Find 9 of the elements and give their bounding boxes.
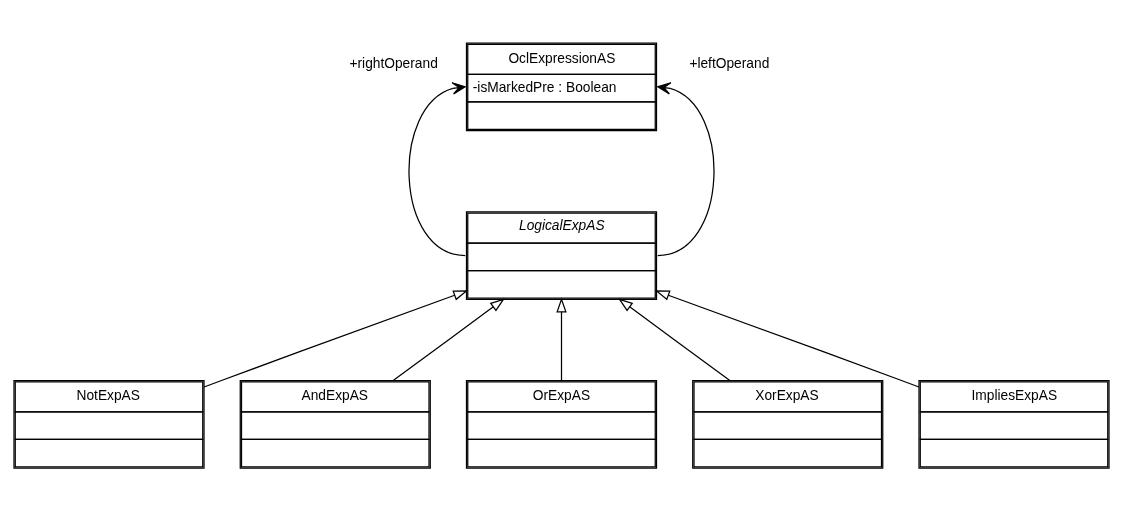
arrow xyxy=(392,298,505,381)
edge-label: +leftOperand xyxy=(689,55,770,71)
arrow xyxy=(203,290,469,388)
arrow xyxy=(618,298,731,381)
edge-label: +rightOperand xyxy=(349,55,438,71)
arrow xyxy=(657,82,715,257)
arrow xyxy=(654,290,920,388)
arrow xyxy=(556,297,567,381)
arrow xyxy=(408,82,466,257)
